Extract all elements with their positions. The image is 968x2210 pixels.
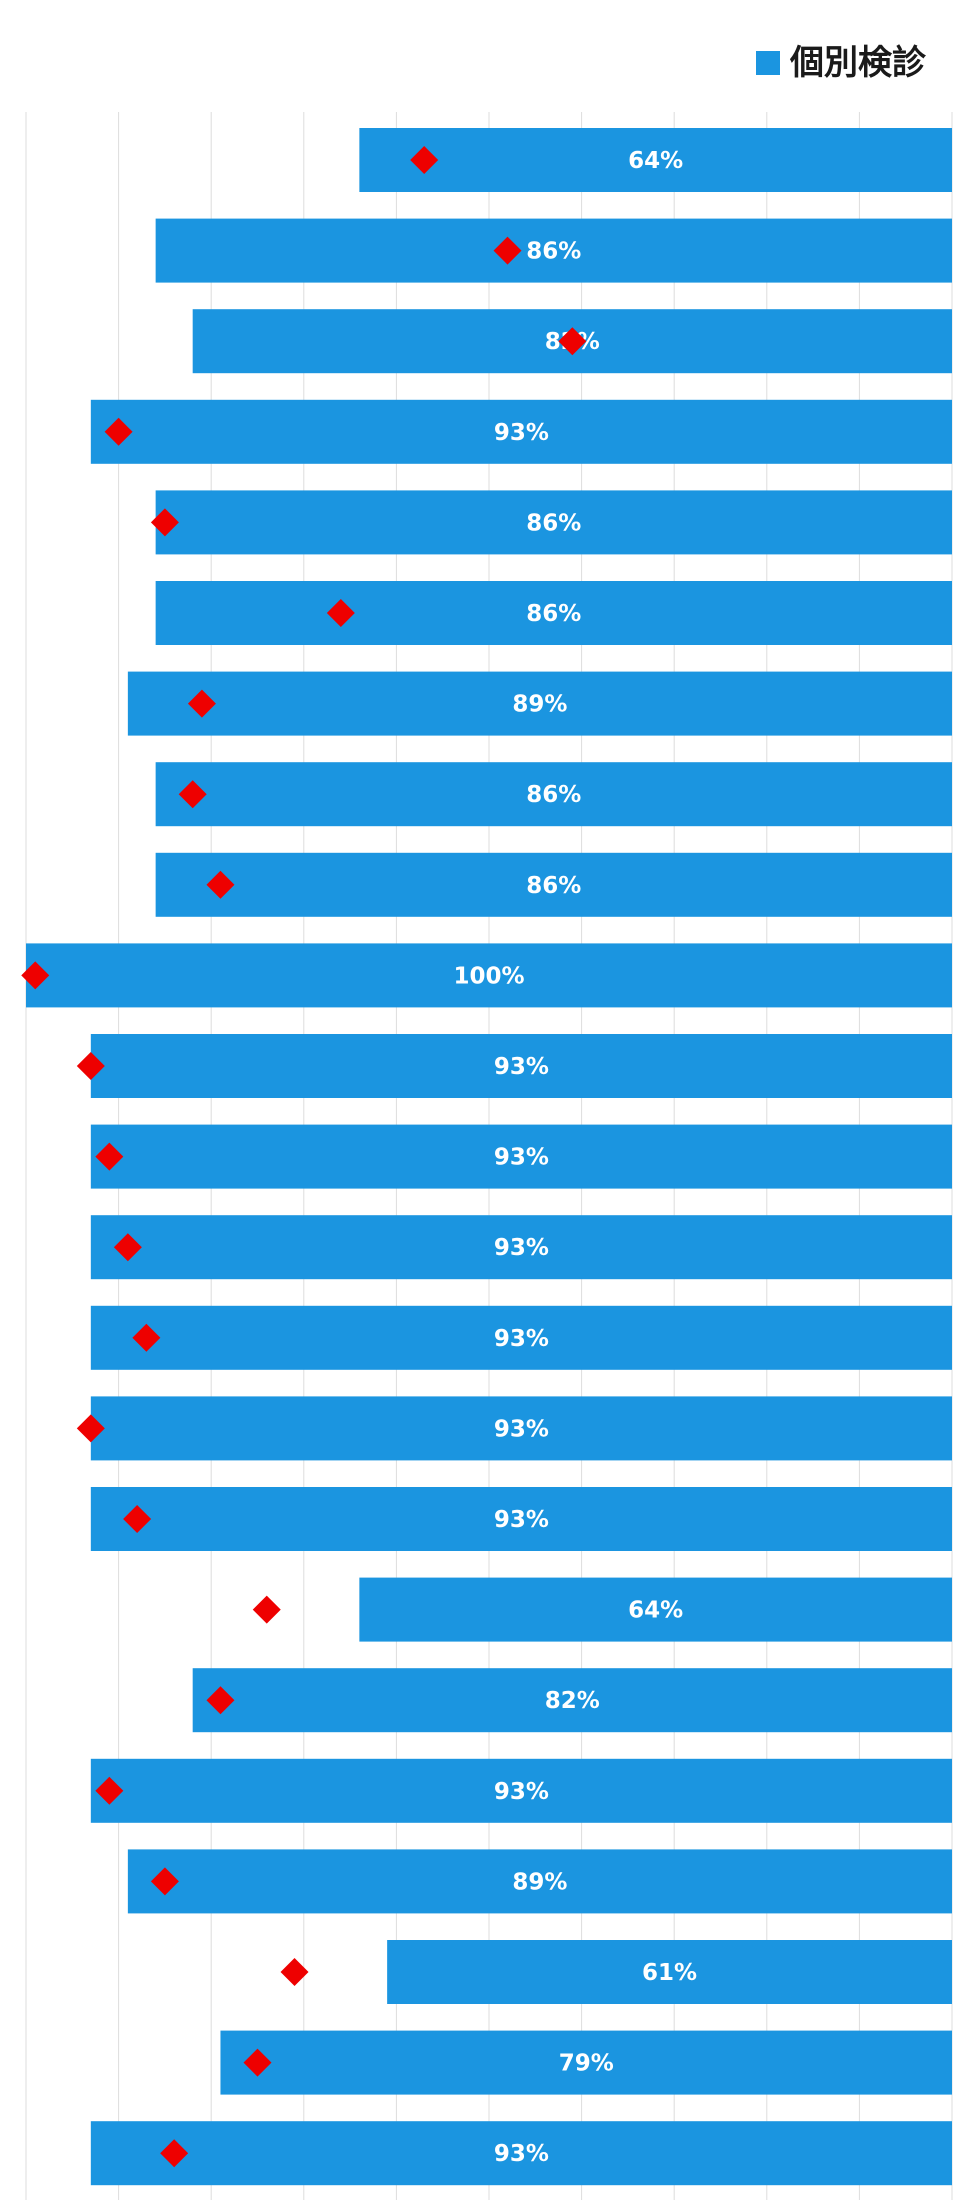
bar <box>387 1940 952 2004</box>
bar-value-label: 93% <box>494 1416 549 1442</box>
diamond-marker <box>280 1958 309 1986</box>
diamond-marker <box>104 417 133 446</box>
bar-value-label: 82% <box>545 1688 600 1714</box>
bar <box>359 1577 952 1642</box>
bar <box>90 1034 952 1098</box>
bar-value-label: 86% <box>526 601 581 627</box>
bar-value-label: 93% <box>494 1235 549 1261</box>
diamond-marker <box>178 780 207 809</box>
bar <box>155 581 952 645</box>
diamond-markers <box>21 146 587 2168</box>
diamond-marker <box>206 870 235 899</box>
bar-value-label: 89% <box>512 1869 567 1895</box>
diamond-marker <box>326 599 355 627</box>
bar <box>155 762 952 827</box>
bar <box>127 671 953 736</box>
bar <box>90 399 952 464</box>
bar-value-label: 93% <box>494 1779 549 1805</box>
legend-swatch <box>756 51 780 75</box>
bar-value-label: 86% <box>526 782 581 808</box>
bar-value-label: 89% <box>512 692 567 718</box>
bar-value-label: 93% <box>494 420 549 446</box>
diamond-marker <box>123 1505 152 1533</box>
data-labels: 64% 86% 82% 93% 86% 86% 89% 86% 86% 100% 93% 93% 93%… <box>453 148 697 2167</box>
bar-value-label: 64% <box>628 1598 683 1624</box>
diamond-marker <box>252 1595 281 1624</box>
diamond-marker <box>132 1323 161 1352</box>
diamond-marker <box>410 146 439 174</box>
bar <box>90 1396 952 1461</box>
diamond-marker <box>150 1867 179 1896</box>
bar-value-label: 64% <box>628 148 683 174</box>
bar-value-label: 93% <box>494 1507 549 1533</box>
bar <box>90 1758 952 1823</box>
bar <box>155 852 952 917</box>
bar-value-label: 86% <box>526 510 581 536</box>
bar <box>26 943 952 1008</box>
diamond-marker <box>150 508 179 537</box>
legend-label: 個別検診 <box>790 43 926 83</box>
diamond-marker <box>95 1142 124 1171</box>
diamond-marker <box>187 689 216 718</box>
diamond-marker <box>558 327 587 356</box>
bar-value-label: 86% <box>526 239 581 265</box>
bars <box>26 128 953 2186</box>
bar <box>90 1305 952 1370</box>
bar <box>90 2121 952 2186</box>
bar <box>90 1124 952 1189</box>
bar-value-label: 93% <box>494 1326 549 1352</box>
diamond-marker <box>76 1414 105 1443</box>
diamond-marker <box>95 1776 124 1805</box>
bar <box>90 1487 952 1551</box>
bar <box>359 128 952 192</box>
diamond-marker <box>21 961 50 990</box>
bar <box>220 2030 952 2095</box>
bar-value-label: 100% <box>453 963 524 989</box>
bar <box>192 1668 952 1733</box>
bar <box>155 490 952 555</box>
bar <box>90 1215 952 1280</box>
diamond-marker <box>243 2048 272 2077</box>
diamond-marker <box>206 1686 235 1715</box>
bar-value-label: 79% <box>559 2051 614 2077</box>
bar-value-label: 93% <box>494 2141 549 2167</box>
diamond-marker <box>160 2139 189 2168</box>
bar-value-label: 86% <box>526 873 581 899</box>
legend: 個別検診 <box>756 46 926 80</box>
bar <box>155 218 952 283</box>
diamond-marker <box>76 1052 105 1080</box>
bar-value-label: 93% <box>494 1145 549 1171</box>
bar <box>127 1849 953 1914</box>
diamond-marker <box>113 1233 142 1262</box>
bar-value-label: 61% <box>642 1960 697 1986</box>
bar-value-label: 93% <box>494 1054 549 1080</box>
diamond-marker <box>493 236 522 265</box>
